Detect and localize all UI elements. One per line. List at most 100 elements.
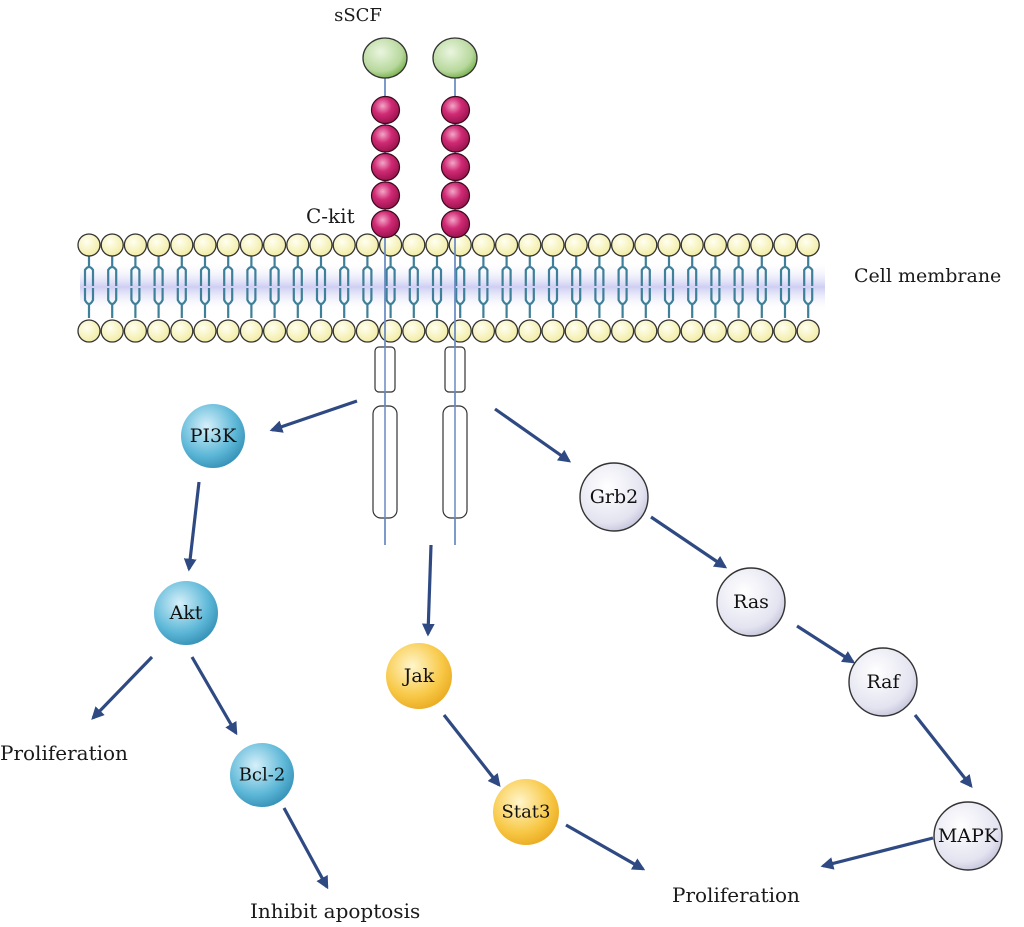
node-mapk: MAPK xyxy=(933,801,1003,871)
lipid-head xyxy=(332,319,356,343)
akt-circle xyxy=(154,581,218,645)
lipid-tail xyxy=(246,288,257,318)
node-grb2: Grb2 xyxy=(579,462,649,532)
lipid-head xyxy=(402,319,426,343)
lipid-head xyxy=(634,319,658,343)
lipid-head xyxy=(703,233,728,257)
lipid-head xyxy=(471,319,496,343)
lipid-tail xyxy=(315,288,327,318)
receptor-ig-domain xyxy=(440,181,471,210)
lipid-tail xyxy=(733,288,744,318)
lipid-head xyxy=(170,319,194,343)
lipid-tail xyxy=(803,288,814,318)
lipid-tail xyxy=(710,288,721,318)
receptor-chain xyxy=(362,37,408,545)
lipid-head xyxy=(564,233,588,257)
lipid-head xyxy=(425,319,449,343)
sscf-ligand xyxy=(362,37,408,79)
arrow-akt-to-proliferation-left xyxy=(91,655,154,720)
node-ras: Ras xyxy=(716,567,786,637)
receptor-ig-domain xyxy=(370,152,401,182)
lipid-head xyxy=(355,319,380,343)
pi3k-circle xyxy=(181,404,245,468)
lipid-tail xyxy=(524,288,535,318)
ligand-label: sSCF xyxy=(334,5,382,26)
arrow-akt-to-bcl2 xyxy=(190,656,238,736)
lipid-head xyxy=(309,319,333,343)
lipid-head xyxy=(378,319,403,343)
lipid-tail xyxy=(455,288,466,318)
node-bcl2: Bcl-2 xyxy=(230,743,294,807)
receptor-ig-domain xyxy=(370,181,401,210)
arrow-receptor-to-pi3k xyxy=(269,399,358,433)
receptor-ig-domain xyxy=(370,124,401,153)
lipid-head xyxy=(262,233,287,257)
lipid-tail xyxy=(339,288,350,318)
receptor-ig-domain xyxy=(440,152,471,182)
lipid-head xyxy=(750,233,774,257)
lipid-head xyxy=(726,233,751,257)
lipid-head xyxy=(262,319,287,343)
lipid-head xyxy=(216,319,240,343)
mapk-circle xyxy=(933,801,1003,871)
arrow-pi3k-to-akt xyxy=(183,481,201,572)
lipid-tail xyxy=(362,288,373,318)
lipid-tail xyxy=(107,288,118,318)
pi3k-label: PI3K xyxy=(190,425,237,447)
lipid-tail xyxy=(663,288,675,318)
lipid-head xyxy=(146,233,171,257)
lipid-head xyxy=(657,233,681,257)
lipid-head xyxy=(170,233,194,257)
bcl2-label: Bcl-2 xyxy=(239,765,286,786)
akt-label: Akt xyxy=(169,602,203,624)
lipid-tail xyxy=(153,288,164,318)
raf-circle xyxy=(848,647,918,717)
c-kit-receptor xyxy=(362,37,478,545)
receptor-ig-domain xyxy=(440,209,471,239)
lipid-tail xyxy=(408,288,419,318)
lipid-head xyxy=(146,319,171,343)
arrow-raf-to-mapk xyxy=(913,714,973,789)
lipid-tail xyxy=(83,288,95,318)
outcome-proliferation-right: Proliferation xyxy=(672,883,800,907)
lipid-head xyxy=(309,233,333,257)
arrow-receptor-to-jak xyxy=(421,544,435,637)
lipid-tail xyxy=(779,288,791,318)
lipid-tail xyxy=(385,288,396,318)
lipid-head xyxy=(541,319,565,343)
sscf-ligand xyxy=(432,37,478,79)
lipid-head xyxy=(239,319,264,343)
ras-circle xyxy=(716,567,786,637)
arrows xyxy=(91,399,973,890)
lipid-head xyxy=(286,233,310,257)
node-raf: Raf xyxy=(848,647,918,717)
lipid-head xyxy=(448,319,472,343)
grb2-circle xyxy=(579,462,649,532)
lipid-tail xyxy=(501,288,512,318)
lipid-tail xyxy=(687,288,698,318)
lipid-head xyxy=(494,233,519,257)
lipid-head xyxy=(634,233,658,257)
ras-label: Ras xyxy=(733,591,769,613)
lipid-head xyxy=(773,319,797,343)
receptor-chain xyxy=(432,37,478,545)
lipid-tail xyxy=(547,288,559,318)
arrow-receptor-to-grb2 xyxy=(494,407,572,463)
lipid-head xyxy=(587,319,612,343)
node-jak: Jak xyxy=(386,643,452,709)
lipid-head xyxy=(355,233,380,257)
lipid-head xyxy=(193,319,217,343)
lipid-head xyxy=(77,233,101,257)
lipid-head xyxy=(726,319,751,343)
jak-circle xyxy=(386,643,452,709)
lipid-head xyxy=(77,319,101,343)
lipid-head xyxy=(680,233,704,257)
node-pi3k: PI3K xyxy=(181,404,245,468)
receptor-ig-domain xyxy=(370,209,401,239)
lipid-head xyxy=(239,233,264,257)
lipid-tail xyxy=(130,288,141,318)
arrow-jak-to-stat3 xyxy=(442,714,501,788)
lipid-head xyxy=(100,233,124,257)
bcl2-circle xyxy=(230,743,294,807)
